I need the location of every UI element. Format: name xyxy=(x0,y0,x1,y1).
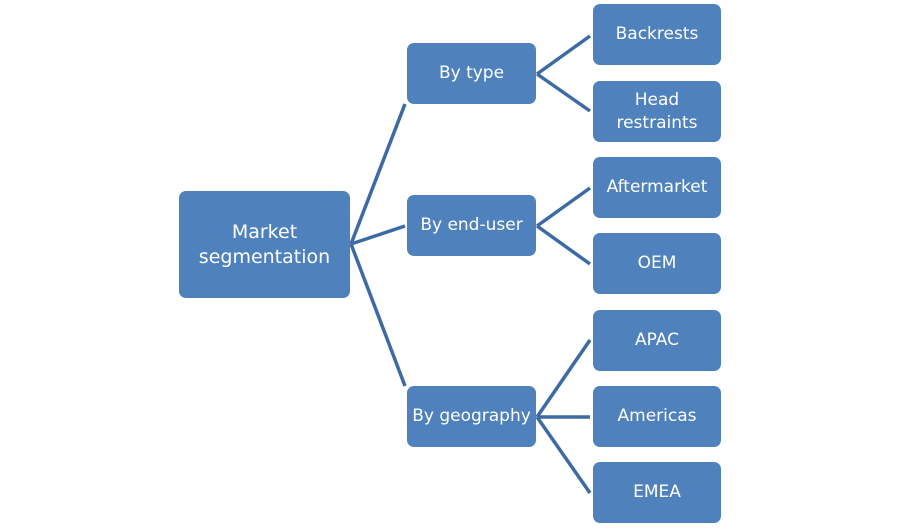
connector-root-by-type xyxy=(349,103,407,245)
node-label: Head restraints xyxy=(616,90,698,133)
node-label: By type xyxy=(438,63,505,84)
connector-by-geography-emea xyxy=(535,415,592,495)
node-label: EMEA xyxy=(633,482,681,503)
node-by-type: By type xyxy=(407,43,536,104)
connector-root-by-geography xyxy=(349,243,407,387)
node-label: Backrests xyxy=(615,24,699,45)
node-apac: APAC xyxy=(593,310,721,371)
node-label: By geography xyxy=(412,406,531,427)
connector-root-by-end-user xyxy=(350,224,406,246)
node-market-segmentation: Market segmentation xyxy=(179,191,350,298)
node-americas: Americas xyxy=(593,386,721,447)
connector-by-type-head-restraints xyxy=(535,72,592,113)
node-aftermarket: Aftermarket xyxy=(593,157,721,218)
node-label: By end-user xyxy=(420,215,523,236)
node-label: APAC xyxy=(635,330,679,351)
connector-by-geography-apac xyxy=(535,339,592,418)
connector-by-end-user-aftermarket xyxy=(535,186,592,228)
node-label: Americas xyxy=(617,406,697,427)
node-by-geography: By geography xyxy=(407,386,536,447)
node-oem: OEM xyxy=(593,233,721,294)
connector-by-end-user-oem xyxy=(535,224,592,266)
node-label: Market segmentation xyxy=(198,220,331,268)
node-emea: EMEA xyxy=(593,462,721,523)
node-head-restraints: Head restraints xyxy=(593,81,721,142)
node-backrests: Backrests xyxy=(593,4,721,65)
connector-by-type-backrests xyxy=(535,34,592,76)
node-label: Aftermarket xyxy=(606,177,708,198)
node-label: OEM xyxy=(637,253,677,274)
node-by-end-user: By end-user xyxy=(407,195,536,256)
